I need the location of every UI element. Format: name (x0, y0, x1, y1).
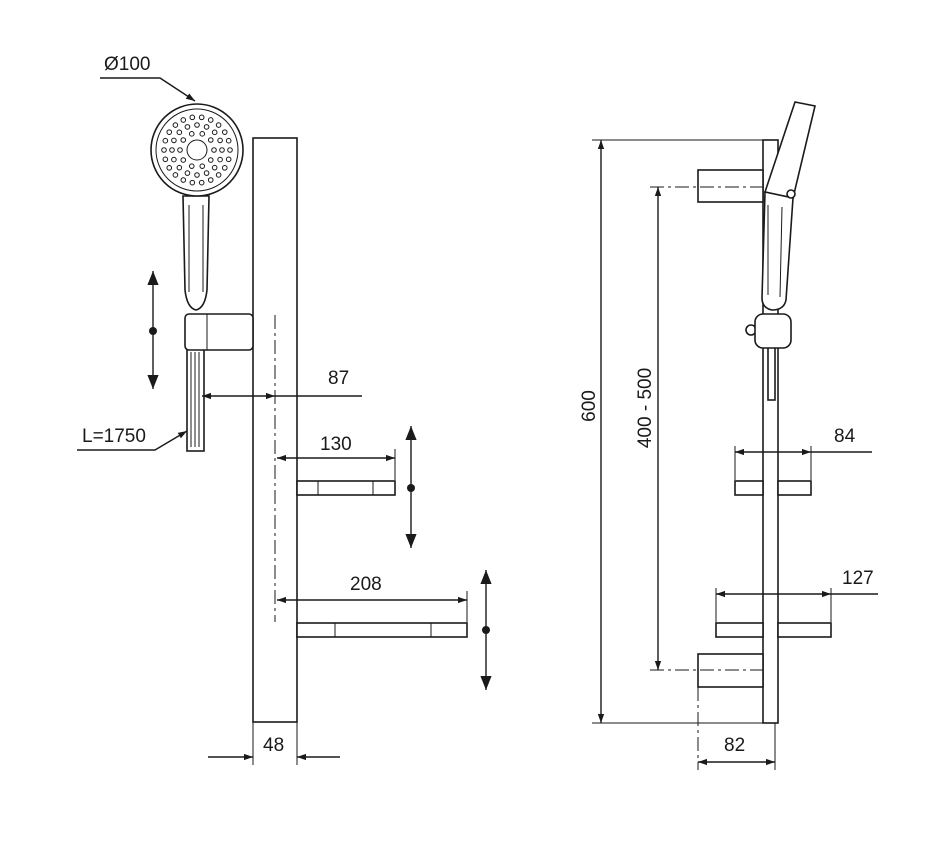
label-hose-length: L=1750 (82, 426, 146, 447)
nozzle (177, 147, 183, 153)
nozzle (176, 164, 183, 171)
nozzle (188, 131, 195, 137)
nozzle (221, 129, 228, 135)
nozzle (172, 172, 179, 178)
small-shelf-front (296, 480, 396, 496)
label-small-shelf-depth: 84 (834, 426, 856, 447)
nozzle (217, 156, 223, 163)
shower-handle (182, 195, 210, 311)
nozzle (198, 179, 205, 186)
nozzle (176, 129, 183, 136)
shower-nozzles (161, 114, 233, 186)
nozzle (184, 124, 191, 130)
leader-hose-length (77, 430, 188, 451)
hose (186, 347, 205, 452)
side-view: 600 400 - 500 84 127 82 (579, 101, 878, 770)
move-arrow-holder (147, 271, 159, 389)
nozzle (227, 147, 233, 153)
nozzle (203, 170, 210, 176)
nozzle (180, 157, 187, 163)
nozzle (180, 137, 187, 143)
nozzle (211, 129, 218, 136)
nozzle (203, 124, 210, 130)
large-shelf-front (296, 622, 468, 638)
nozzle (225, 156, 232, 163)
move-arrow-small-shelf (405, 426, 417, 548)
nozzle (188, 163, 195, 169)
nozzle (166, 129, 173, 135)
nozzle (215, 122, 222, 128)
nozzle (225, 137, 232, 144)
nozzle (207, 117, 214, 123)
nozzle (211, 164, 218, 171)
label-bracket-spacing: 400 - 500 (635, 368, 656, 448)
slide-bar-front (252, 137, 298, 723)
label-large-shelf-width: 208 (350, 574, 382, 595)
nozzle (171, 137, 177, 144)
nozzle (217, 137, 223, 144)
label-head-diameter: Ø100 (104, 54, 150, 75)
nozzle (189, 179, 196, 186)
label-wall-offset: 82 (724, 735, 745, 756)
nozzle (194, 172, 200, 178)
move-arrow-large-shelf (480, 570, 492, 690)
label-large-shelf-depth: 127 (842, 568, 874, 589)
slider-holder-side (745, 313, 792, 349)
nozzle (199, 131, 206, 137)
nozzle (184, 170, 191, 176)
nozzle (161, 147, 167, 153)
label-small-shelf-width: 130 (320, 434, 352, 455)
leader-head-diameter (100, 77, 196, 102)
nozzle (169, 147, 175, 153)
nozzle (162, 156, 169, 163)
nozzle (199, 163, 206, 169)
nozzle (211, 147, 217, 153)
nozzle (162, 137, 169, 144)
nozzle (180, 117, 187, 123)
nozzle (194, 122, 200, 128)
nozzle (221, 165, 228, 171)
nozzle (219, 147, 225, 153)
nozzle (207, 157, 214, 163)
label-total-height: 600 (579, 390, 600, 422)
large-shelf-side (715, 622, 832, 638)
label-holder-offset: 87 (328, 368, 349, 389)
shower-head (150, 103, 244, 197)
slider-holder (184, 313, 254, 351)
label-bar-width: 48 (263, 735, 284, 756)
nozzle (166, 165, 173, 171)
nozzle (198, 114, 205, 121)
hand-shower-side (761, 101, 816, 311)
top-bracket (697, 169, 764, 203)
nozzle (180, 177, 187, 183)
nozzle (172, 122, 179, 128)
nozzle (215, 172, 222, 178)
nozzle (207, 177, 214, 183)
nozzle (189, 114, 196, 121)
small-shelf-side (734, 480, 812, 496)
nozzle (171, 156, 177, 163)
front-view: Ø100 L=1750 87 130 208 48 (77, 54, 492, 765)
nozzle (207, 137, 214, 143)
